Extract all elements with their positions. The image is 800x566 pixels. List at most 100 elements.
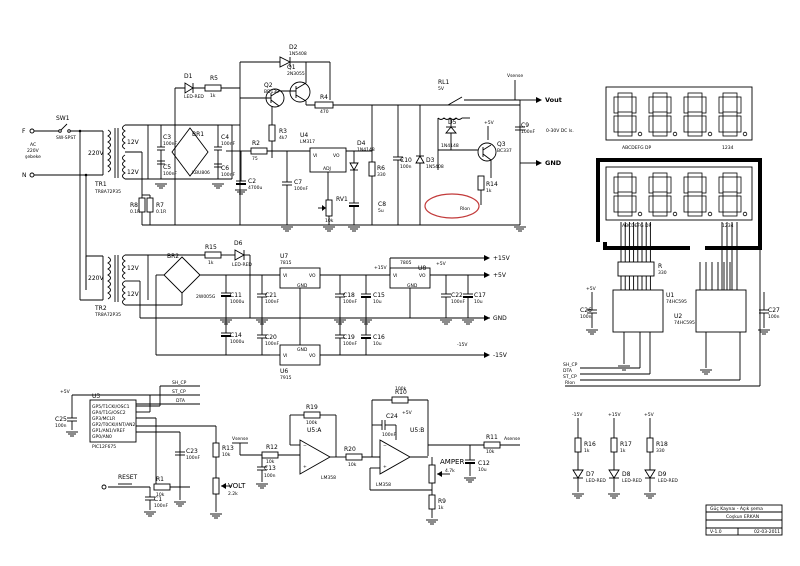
label-br2: BR2 — [167, 253, 179, 260]
label-c18-value: 100nF — [343, 299, 357, 305]
label-r12-value: 10k — [266, 459, 275, 465]
label-c2: C2 — [248, 178, 256, 185]
label-tr2-sec-b: 12V — [127, 291, 140, 298]
label-dta: DTA — [563, 368, 573, 374]
ground-symbol — [572, 493, 584, 499]
label-sh2: SH_CP — [172, 380, 187, 386]
label-c1: C1 — [154, 496, 162, 503]
label-c12-value: 10u — [478, 467, 487, 473]
label-c19-value: 100nF — [343, 341, 357, 347]
label-d6: D6 — [234, 240, 243, 247]
label-d4: D4 — [357, 140, 366, 147]
label-c22-value: 100nF — [451, 299, 465, 305]
label-r1-value: 10k — [156, 492, 165, 498]
svg-text:GND: GND — [297, 283, 308, 289]
label-r7: R7 — [156, 202, 164, 209]
label-c2-value: 4700u — [248, 185, 262, 191]
label-c7: C7 — [294, 179, 302, 186]
ground-symbol — [210, 513, 222, 519]
label-asense: Asense — [504, 436, 520, 442]
title-text: Güç Kaynaı - Açık şema — [710, 506, 763, 512]
label-rl1-value: 5V — [438, 86, 445, 92]
rectifier-br1: BR1 KBU806 C3 100nF C5 100nF C4 100nF C6… — [147, 124, 235, 180]
label-r11-value: 10k — [486, 449, 495, 455]
label-u4-value: LM317 — [300, 139, 315, 145]
label-ac-network: şebeke — [25, 154, 41, 160]
label-d1: D1 — [184, 73, 193, 80]
label-br1-value: KBU806 — [192, 170, 210, 176]
svg-text:VO: VO — [309, 353, 316, 359]
label-u2-value: 74HC595 — [674, 320, 695, 326]
label-u5a-value: LM358 — [321, 475, 336, 481]
label-sw1: SW1 — [56, 115, 70, 122]
resistor-r13 — [212, 442, 220, 458]
label-u3-pin2: GP4/T1G/OSC2 — [92, 410, 126, 416]
label-rl1: RL1 — [438, 79, 450, 86]
label-u6-value: 7915 — [280, 375, 292, 381]
ground-symbol — [608, 493, 620, 499]
microcontroller: +5V U3 PIC12F675 GP5/T1CKI/OSC1 GP4/T1G/… — [55, 380, 246, 512]
label-amper: AMPER — [440, 458, 464, 466]
label-q2-value: BD139 — [264, 89, 279, 95]
resistor-r9 — [428, 494, 436, 510]
display-top-digit-1 — [613, 92, 643, 137]
label-c17-value: 10u — [474, 299, 483, 305]
mains-input: F N AC 220V şebeke SW1 SW-SPST — [22, 115, 103, 300]
label-c5-value: 100nF — [163, 171, 177, 177]
label-tr2-sec-a: 12V — [127, 265, 140, 272]
date-text: 02-03-2011 — [754, 529, 780, 535]
label-c8-value: 5u — [378, 208, 384, 214]
regulator-u4 — [309, 147, 347, 173]
label-d6-value: LED-RED — [232, 262, 252, 268]
label-c24-value: 100nF — [382, 432, 396, 438]
label-d3-value: 1N5408 — [426, 164, 444, 170]
display-bottom-digit-4 — [718, 172, 748, 217]
label-r9-value: 1k — [438, 505, 444, 511]
label-d2: D2 — [289, 44, 298, 51]
label-u3: U3 — [92, 393, 100, 400]
display-bottom: ABCDEFG DP 1234 — [605, 166, 753, 229]
label-c4-value: 100nF — [221, 141, 235, 147]
ground-symbol — [220, 319, 232, 325]
label-c21-value: 100nF — [265, 299, 279, 305]
relay-contact — [447, 96, 463, 106]
label-c11-value: 1000u — [230, 299, 244, 305]
label-volt: VOLT — [228, 482, 246, 490]
ground-symbol — [462, 319, 474, 325]
transformer-tr1: 220V 12V 12V TR1 TR8A72P35 — [88, 124, 148, 195]
label-tr1-primary: 220V — [88, 150, 104, 157]
label-d1-value: LED-RED — [184, 94, 204, 100]
label-st2: ST_CP — [172, 389, 186, 395]
label-amper-value: 4.7k — [445, 468, 455, 474]
label-r2-value: 75 — [252, 156, 258, 162]
label-r15: R15 — [205, 244, 217, 251]
label-c6-value: 100nF — [221, 172, 235, 178]
label-c10-value: 100n — [400, 164, 412, 170]
label-c15: C15 — [373, 292, 385, 299]
label-p5a: +5V — [484, 120, 495, 126]
label-r6: R6 — [377, 165, 385, 172]
ground-symbol — [323, 226, 335, 232]
label-d8-value: LED-RED — [622, 478, 642, 484]
ground-symbol — [464, 477, 476, 483]
label-d5-value: 1N4148 — [441, 143, 459, 149]
label-q1: Q1 — [287, 64, 296, 71]
label-r13: R13 — [222, 445, 234, 452]
ground-symbol — [256, 483, 268, 489]
label-r13-value: 10k — [222, 452, 231, 458]
svg-text:VO: VO — [333, 153, 340, 159]
ground-symbol — [440, 319, 452, 325]
label-u7: U7 — [280, 253, 288, 260]
label-reset: RESET — [118, 474, 138, 481]
label-p5b: +5V — [586, 286, 597, 292]
label-c22: C22 — [451, 292, 463, 299]
svg-text:−: − — [303, 444, 307, 449]
label-u7-value: 7815 — [280, 260, 292, 266]
label-r4-value: 470 — [320, 109, 329, 115]
label-tr1: TR1 — [94, 181, 107, 188]
label-d9: D9 — [658, 471, 667, 478]
label-u3-pin6: GP0/AN0 — [92, 434, 112, 440]
label-r12: R12 — [266, 444, 278, 451]
